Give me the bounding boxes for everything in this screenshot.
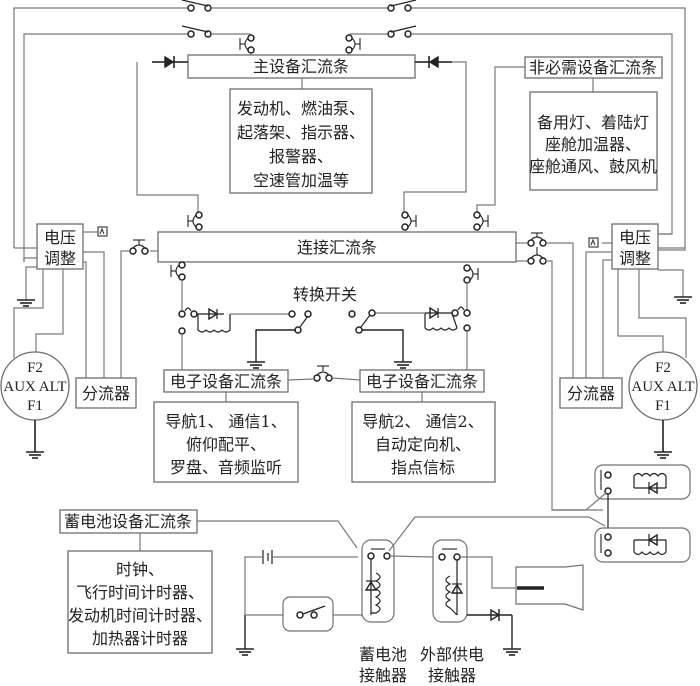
external-power-plug-icon (515, 564, 584, 611)
svg-text:AUX ALT: AUX ALT (631, 379, 694, 395)
main-bus-loads-text: 发动机、燃油泵、 起落架、指示器、 报警器、 空速管加温等 (237, 99, 365, 190)
svg-text:座舱通风、鼓风机: 座舱通风、鼓风机 (529, 157, 657, 176)
main-bus-label: 主设备汇流条 (253, 57, 349, 76)
external-power-contactor (432, 539, 468, 623)
master-switch[interactable] (296, 605, 326, 619)
top-wiring (13, 7, 686, 262)
circuit-breaker-icon[interactable] (473, 211, 489, 231)
relay-coil-icon (600, 533, 667, 557)
svg-text:分流器: 分流器 (567, 384, 615, 403)
alternator-relay-1 (594, 464, 691, 500)
svg-text:指点信标: 指点信标 (391, 458, 455, 477)
svg-text:电压: 电压 (44, 228, 76, 247)
svg-text:时钟、: 时钟、 (116, 560, 164, 579)
avionics-1-loads-box (153, 401, 299, 483)
voltage-regulator-right (611, 223, 659, 270)
switch-top-1[interactable] (181, 0, 212, 12)
switch-top-4[interactable] (387, 25, 417, 38)
svg-text:电压: 电压 (619, 228, 651, 247)
svg-text:分流器: 分流器 (82, 384, 130, 403)
svg-text:备用灯、着陆灯: 备用灯、着陆灯 (537, 113, 649, 132)
nonessential-loads-text: 备用灯、着陆灯 座舱加温器、 座舱通风、鼓风机 (529, 113, 657, 176)
battery-bus-loads-box (67, 550, 213, 654)
shunt-left (75, 377, 137, 409)
svg-text:F1: F1 (655, 398, 671, 414)
svg-text:自动定向机、: 自动定向机、 (375, 435, 471, 454)
svg-text:F1: F1 (27, 398, 43, 414)
circuit-breaker-icon[interactable] (527, 232, 547, 247)
avionics-2-loads-box (351, 401, 496, 483)
svg-text:F2: F2 (27, 360, 43, 376)
voltage-regulator-left (36, 223, 84, 270)
svg-text:AUX ALT: AUX ALT (3, 379, 66, 395)
switch-top-2[interactable] (387, 0, 417, 12)
switch-top-3[interactable] (181, 25, 212, 38)
transfer-switch-label: 转换开关 (293, 285, 357, 304)
circuit-breaker-icon[interactable] (313, 365, 333, 382)
tie-bus-label: 连接汇流条 (297, 238, 377, 257)
relay-coil-icon (424, 306, 471, 332)
svg-text:外部供电: 外部供电 (420, 645, 484, 664)
svg-text:报警器、: 报警器、 (269, 147, 333, 166)
relay-coil-icon (178, 307, 231, 335)
master-switch-housing (282, 596, 334, 632)
relay-coil-icon (364, 548, 391, 615)
svg-text:F2: F2 (655, 360, 671, 376)
circuit-breaker-icon[interactable] (463, 264, 479, 284)
circuit-breaker-icon[interactable] (401, 211, 417, 231)
svg-text:发动机时间计时器、: 发动机时间计时器、 (68, 606, 212, 625)
svg-text:接触器: 接触器 (359, 666, 407, 685)
svg-text:飞行时间计时器、: 飞行时间计时器、 (76, 583, 204, 602)
svg-text:俯仰配平、: 俯仰配平、 (186, 435, 266, 454)
diode-icon (152, 55, 188, 69)
svg-text:蓄电池: 蓄电池 (359, 645, 407, 664)
svg-text:座舱加温器、: 座舱加温器、 (545, 135, 641, 154)
switch-icon[interactable] (288, 310, 312, 334)
svg-text:导航2、 通信2、: 导航2、 通信2、 (362, 412, 483, 431)
shunt-right (559, 377, 623, 409)
alternator-relay-2 (594, 527, 691, 563)
svg-text:发动机、燃油泵、: 发动机、燃油泵、 (237, 99, 365, 118)
fuse-icon (588, 237, 599, 248)
svg-text:电子设备汇流条: 电子设备汇流条 (366, 372, 478, 391)
relay-coil-icon (600, 470, 667, 495)
svg-text:接触器: 接触器 (428, 666, 476, 685)
svg-text:调整: 调整 (619, 249, 651, 268)
fuse-icon (97, 226, 108, 237)
circuit-breaker-icon[interactable] (129, 239, 149, 255)
battery-icon (262, 550, 273, 564)
svg-text:罗盘、音频监听: 罗盘、音频监听 (170, 458, 282, 477)
tie-bus (157, 231, 517, 263)
diode-icon (490, 608, 512, 622)
circuit-breaker-icon[interactable] (187, 211, 203, 231)
nonessential-bus-label: 非必需设备汇流条 (529, 58, 657, 77)
main-bus-loads-box (229, 88, 373, 194)
circuit-breaker-icon[interactable] (170, 261, 186, 281)
circuit-breaker-icon[interactable] (239, 34, 255, 54)
svg-text:导航1、 通信1、: 导航1、 通信1、 (165, 412, 286, 431)
nonessential-loads-box (529, 91, 658, 191)
circuit-breaker-icon[interactable] (345, 34, 361, 54)
svg-text:起落架、指示器、: 起落架、指示器、 (237, 123, 365, 142)
circuit-breaker-icon[interactable] (527, 247, 547, 265)
svg-text:加热器计时器: 加热器计时器 (92, 629, 188, 648)
diode-icon (415, 55, 452, 69)
switch-icon[interactable] (348, 309, 376, 334)
svg-text:调整: 调整 (44, 249, 76, 268)
svg-text:空速管加温等: 空速管加温等 (253, 171, 349, 190)
svg-text:蓄电池设备汇流条: 蓄电池设备汇流条 (64, 512, 192, 531)
svg-text:电子设备汇流条: 电子设备汇流条 (170, 372, 282, 391)
battery-contactor (361, 539, 395, 623)
